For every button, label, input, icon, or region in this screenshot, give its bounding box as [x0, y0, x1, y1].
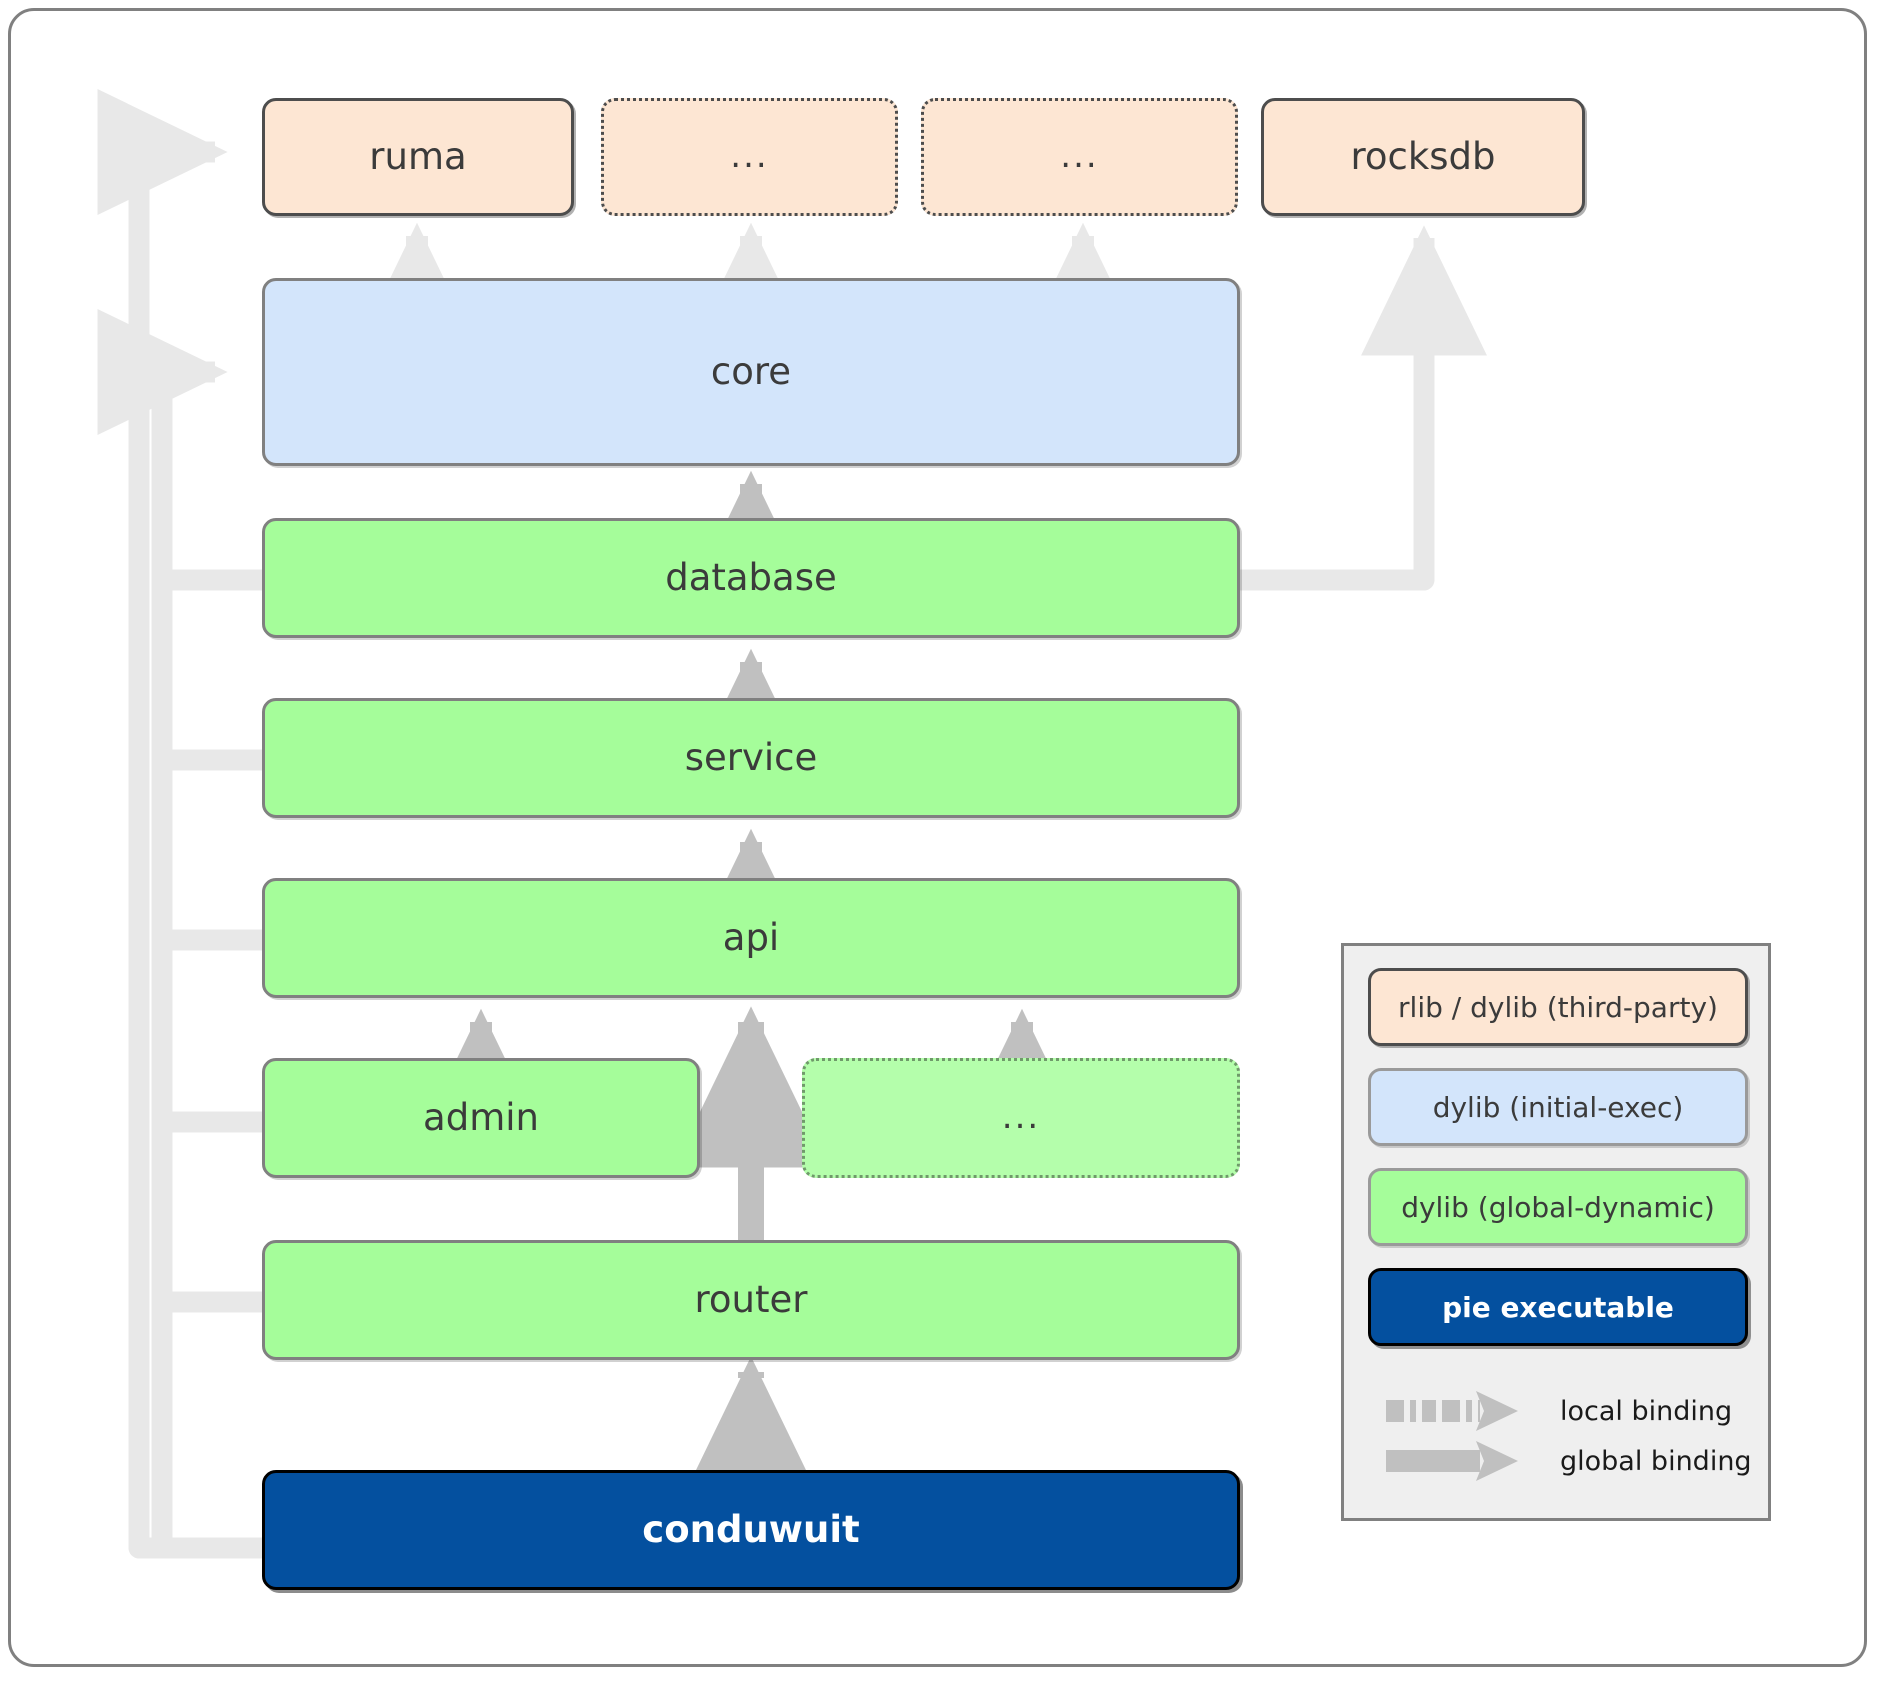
- node-router[interactable]: router: [262, 1240, 1240, 1360]
- global-binding-arrow-icon: [1386, 1441, 1518, 1481]
- legend-item-pie-executable: pie executable: [1368, 1268, 1748, 1346]
- node-third-b[interactable]: ...: [921, 98, 1238, 216]
- legend-binding-local-label: local binding: [1560, 1395, 1733, 1427]
- node-third-b-label: ...: [1060, 136, 1099, 177]
- node-plugin-placeholder-label: ...: [1001, 1097, 1041, 1138]
- node-rocksdb[interactable]: rocksdb: [1261, 98, 1585, 216]
- node-admin-label: admin: [423, 1095, 539, 1139]
- node-api[interactable]: api: [262, 878, 1240, 998]
- legend-item-global-dynamic-label: dylib (global-dynamic): [1401, 1190, 1715, 1224]
- legend-item-pie-executable-label: pie executable: [1442, 1290, 1674, 1324]
- node-database-label: database: [665, 555, 837, 599]
- node-admin[interactable]: admin: [262, 1058, 700, 1178]
- legend-item-global-dynamic: dylib (global-dynamic): [1368, 1168, 1748, 1246]
- node-conduwuit-label: conduwuit: [642, 1507, 860, 1551]
- local-binding-arrow-icon: [1386, 1391, 1518, 1431]
- node-ruma-label: ruma: [369, 134, 467, 178]
- legend-binding-global-label: global binding: [1560, 1445, 1752, 1477]
- legend-binding-global: global binding: [1384, 1431, 1754, 1491]
- legend-panel: rlib / dylib (third-party) dylib (initia…: [1341, 943, 1771, 1521]
- node-ruma[interactable]: ruma: [262, 98, 574, 216]
- node-api-label: api: [722, 915, 780, 959]
- node-core-label: core: [710, 349, 792, 393]
- legend-item-third-party: rlib / dylib (third-party): [1368, 968, 1748, 1046]
- node-core[interactable]: core: [262, 278, 1240, 466]
- node-database[interactable]: database: [262, 518, 1240, 638]
- legend-binding-local: local binding: [1384, 1381, 1754, 1441]
- legend-item-third-party-label: rlib / dylib (third-party): [1398, 990, 1718, 1024]
- node-service-label: service: [684, 735, 818, 779]
- legend-item-initial-exec-label: dylib (initial-exec): [1432, 1090, 1684, 1124]
- node-plugin-placeholder[interactable]: ...: [802, 1058, 1240, 1178]
- node-third-a-label: ...: [730, 136, 769, 177]
- legend-item-initial-exec: dylib (initial-exec): [1368, 1068, 1748, 1146]
- node-service[interactable]: service: [262, 698, 1240, 818]
- node-conduwuit[interactable]: conduwuit: [262, 1470, 1240, 1590]
- node-third-a[interactable]: ...: [601, 98, 898, 216]
- node-router-label: router: [694, 1277, 808, 1321]
- node-rocksdb-label: rocksdb: [1350, 134, 1496, 178]
